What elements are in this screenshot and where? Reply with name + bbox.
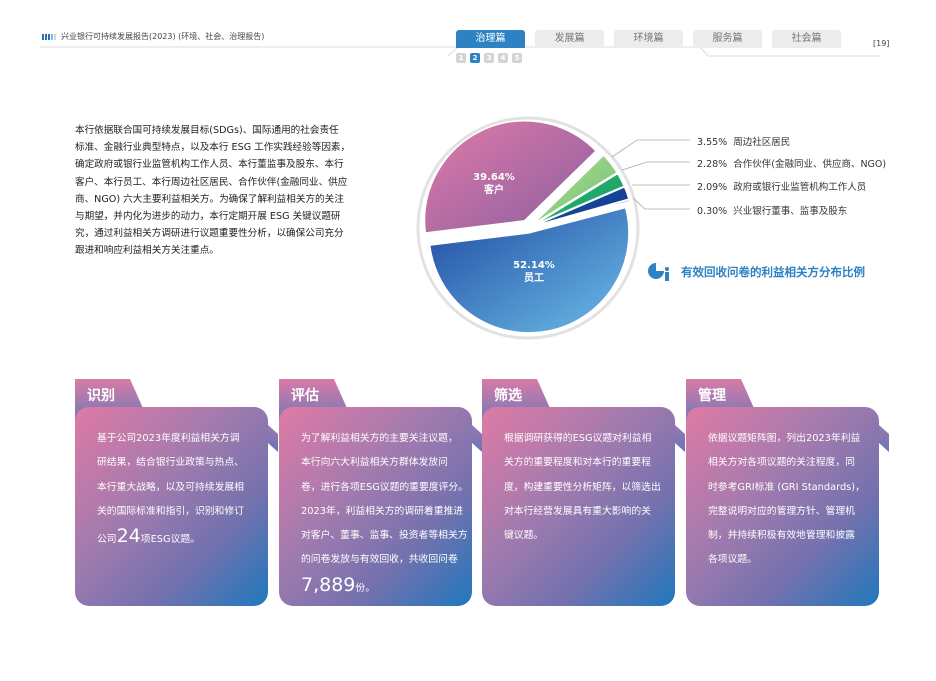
card-line: 为了解利益相关方的主要关注议题，	[301, 433, 458, 444]
highlight-number: 7,889	[301, 573, 356, 596]
intro-paragraph: 本行依据联合国可持续发展目标(SDGs)、国际通用的社会责任标准、金融行业典型特…	[75, 122, 355, 260]
process-card-2: 筛选根据调研获得的ESG议题对利益相关方的重要程度和对本行的重要程度，构建重要性…	[482, 379, 685, 607]
process-card-0: 识别基于公司2023年度利益相关方调研结果，结合银行业政策与热点、本行重大战略，…	[75, 379, 278, 607]
page-link-1[interactable]: 1	[456, 53, 466, 63]
pie-slice	[428, 206, 630, 334]
legend-item: 2.28% 合作伙伴(金融同业、供应商、NGO)	[697, 156, 886, 170]
legend-label: 合作伙伴(金融同业、供应商、NGO)	[733, 159, 887, 170]
survey-chart-icon	[648, 263, 669, 281]
report-title: 兴业银行可持续发展报告(2023) (环境、社会、治理报告)	[61, 32, 265, 41]
card-line: 键议题。	[504, 530, 544, 542]
card-line: 的问卷发放与有效回收，共收回问卷	[301, 554, 458, 566]
card-highlight-line: 公司24项ESG议题。	[75, 524, 268, 552]
pie-slice	[423, 120, 598, 234]
card-line: 相关方对各项议题的关注程度，同	[708, 457, 855, 469]
card-line: 研结果，结合银行业政策与热点、	[97, 457, 244, 469]
card-line: 依据议题矩阵图，列出2023年利益	[708, 433, 861, 444]
intro-line: 究，通过利益相关方调研进行议题重要性分析，以确保公司充分	[75, 228, 344, 240]
legend-value: 2.28%	[697, 159, 728, 170]
text: 份。	[355, 582, 375, 594]
card-line: 对客户、董事、监事、投资者等相关方	[301, 530, 468, 542]
card-title: 筛选	[494, 388, 522, 404]
section-tabs: 治理篇发展篇环境篇服务篇社会篇	[456, 30, 841, 48]
text: 项ESG议题。	[140, 534, 200, 546]
card-body: 为了解利益相关方的主要关注议题， 本行向六大利益相关方群体发放问卷，进行各项ESG…	[279, 407, 472, 606]
card-body: 依据议题矩阵图，列出2023年利益相关方对各项议题的关注程度，同时参考GRI标准…	[686, 407, 879, 606]
intro-line: 客户、本行员工、本行周边社区居民、合作伙伴(金融同业、供应	[75, 176, 348, 188]
legend-item: 3.55% 周边社区居民	[697, 134, 790, 148]
card-line: 基于公司2023年度利益相关方调	[97, 433, 240, 444]
card-title: 识别	[87, 388, 115, 404]
legend-label: 兴业银行董事、监事及股东	[733, 206, 848, 217]
page-link-2[interactable]: 2	[470, 53, 480, 63]
card-title: 管理	[698, 388, 726, 404]
card-highlight-line: 7,889份。	[279, 573, 472, 601]
slice-label: 员工	[524, 272, 544, 284]
page-link-5[interactable]: 5	[512, 53, 522, 63]
legend-value: 3.55%	[697, 137, 728, 148]
intro-line: 商、NGO) 六大主要利益相关方。为确保了解利益相关方的关注	[75, 193, 344, 205]
bars-icon	[42, 33, 56, 40]
report-header: 兴业银行可持续发展报告(2023) (环境、社会、治理报告)	[42, 31, 264, 42]
legend-value: 0.30%	[697, 206, 728, 217]
intro-line: 确定政府或银行业监管机构工作人员、本行董监事及股东、本行	[75, 159, 344, 171]
intro-line: 与期望，并内化为进步的动力，本行定期开展 ESG 关键议题研	[75, 211, 341, 223]
tab-0[interactable]: 治理篇	[456, 30, 525, 48]
card-title: 评估	[291, 388, 319, 404]
process-card-1: 评估为了解利益相关方的主要关注议题， 本行向六大利益相关方群体发放问卷，进行各项E…	[279, 379, 482, 607]
intro-line: 标准、金融行业典型特点，以及本行 ESG 工作实践经验等因素，	[75, 142, 351, 154]
legend-value: 2.09%	[697, 182, 728, 193]
card-line: 制，并持续积极有效地管理和披露	[708, 530, 855, 542]
chart-title: 有效回收问卷的利益相关方分布比例	[647, 262, 865, 282]
pie-slice	[531, 154, 619, 226]
page-link-3[interactable]: 3	[484, 53, 494, 63]
card-line: 完整说明对应的管理方针、管理机	[708, 505, 855, 517]
slice-label: 客户	[483, 183, 504, 196]
card-body: 根据调研获得的ESG议题对利益相关方的重要程度和对本行的重要程度，构建重要性分析…	[482, 407, 675, 606]
card-line: 关方的重要程度和对本行的重要程	[504, 457, 651, 469]
legend-item: 0.30% 兴业银行董事、监事及股东	[697, 203, 847, 217]
tab-4[interactable]: 社会篇	[772, 30, 841, 48]
card-line: 时参考GRI标准 (GRI Standards)，	[708, 481, 865, 493]
stakeholder-pie-chart: 39.64%客户 52.14%员工	[416, 116, 640, 340]
slice-label: 39.64%	[473, 172, 515, 183]
card-line: 2023年，利益相关方的调研着重推进	[301, 505, 464, 517]
card-body: 基于公司2023年度利益相关方调研结果，结合银行业政策与热点、本行重大战略，以及…	[75, 407, 268, 606]
intro-line: 跟进和响应利益相关方关注重点。	[75, 245, 219, 257]
tab-2[interactable]: 环境篇	[614, 30, 683, 48]
card-line: 本行向六大利益相关方群体发放问	[301, 457, 448, 469]
process-card-3: 管理依据议题矩阵图，列出2023年利益相关方对各项议题的关注程度，同时参考GRI…	[686, 379, 889, 607]
legend-label: 政府或银行业监管机构工作人员	[733, 182, 867, 193]
page-link-4[interactable]: 4	[498, 53, 508, 63]
pie-slice	[532, 198, 631, 228]
page-number: [19]	[873, 39, 890, 48]
tab-1[interactable]: 发展篇	[535, 30, 604, 48]
card-line: 根据调研获得的ESG议题对利益相	[504, 433, 652, 444]
card-line: 度，构建重要性分析矩阵，以筛选出	[504, 481, 661, 493]
intro-line: 本行依据联合国可持续发展目标(SDGs)、国际通用的社会责任	[75, 125, 339, 136]
legend-label: 周边社区居民	[733, 137, 791, 148]
header-divider	[40, 46, 880, 57]
card-line: 关的国际标准和指引，识别和修订	[97, 505, 244, 517]
highlight-number: 24	[116, 525, 141, 548]
card-line: 卷，进行各项ESG议题的重要度评分。	[301, 481, 468, 493]
tab-3[interactable]: 服务篇	[693, 30, 762, 48]
legend-item: 2.09% 政府或银行业监管机构工作人员	[697, 179, 866, 193]
card-line: 各项议题。	[708, 554, 757, 566]
slice-label: 52.14%	[513, 260, 555, 271]
card-line: 本行重大战略，以及可持续发展相	[97, 481, 244, 493]
card-line: 对本行经营发展具有重大影响的关	[504, 505, 651, 517]
text: 公司	[97, 534, 117, 546]
